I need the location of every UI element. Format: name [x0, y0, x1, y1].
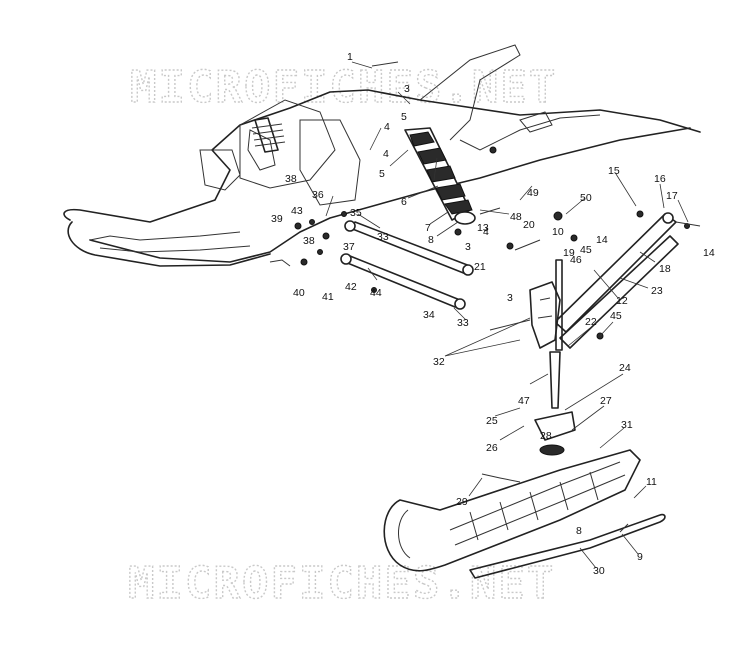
callout-numbers: 1 3 4 5 4 5 6 7 8 13 4 48 3 49 50 10 14 …	[271, 51, 715, 577]
callout-6: 6	[401, 196, 407, 208]
callout-35: 35	[350, 207, 362, 219]
callout-30: 30	[593, 565, 605, 577]
callout-49: 49	[527, 187, 539, 199]
callout-14: 14	[703, 247, 715, 259]
watermark-bottom: MICROFICHES.NET	[128, 558, 555, 609]
callout-5: 5	[379, 168, 385, 180]
front-coil-shock	[404, 127, 476, 225]
callout-47: 47	[518, 395, 530, 407]
callout-32: 32	[433, 356, 445, 368]
callout-41: 41	[322, 291, 334, 303]
callout-12: 12	[616, 295, 628, 307]
trailing-arm	[554, 212, 679, 349]
callout-37: 37	[343, 241, 355, 253]
callout-3: 3	[404, 83, 410, 95]
callout-36: 36	[312, 189, 324, 201]
callout-11: 11	[646, 476, 657, 488]
callout-34: 34	[423, 309, 435, 321]
callout-21: 21	[474, 261, 486, 273]
rear-ski-runner	[67, 221, 271, 267]
callout-1: 1	[347, 51, 353, 63]
callout-22: 22	[585, 316, 597, 328]
callout-48: 48	[510, 211, 522, 223]
watermark-top: MICROFICHES.NET	[130, 62, 557, 113]
callout-38: 38	[303, 235, 315, 247]
callout-43: 43	[291, 205, 303, 217]
spindle	[529, 259, 563, 409]
callout-29: 29	[456, 496, 468, 508]
callout-7: 7	[425, 222, 431, 234]
left-hardware-cluster	[269, 211, 377, 293]
callout-46: 46	[570, 254, 582, 266]
callout-50: 50	[580, 192, 592, 204]
front-ski	[383, 449, 666, 579]
callout-39: 39	[271, 213, 283, 225]
callout-5: 5	[401, 111, 407, 123]
callout-40: 40	[293, 287, 305, 299]
callout-45: 45	[610, 310, 622, 322]
callout-45: 45	[580, 244, 592, 256]
callout-8: 8	[576, 525, 582, 537]
callout-8: 8	[428, 234, 434, 246]
callout-20: 20	[523, 219, 535, 231]
callout-13: 13	[477, 222, 489, 234]
callout-19: 19	[563, 247, 575, 259]
callout-42: 42	[345, 281, 357, 293]
callout-3: 3	[507, 292, 513, 304]
callout-28: 28	[540, 430, 552, 442]
callout-31: 31	[621, 419, 633, 431]
callout-33: 33	[457, 317, 469, 329]
callout-38: 38	[285, 173, 297, 185]
callout-25: 25	[486, 415, 498, 427]
callout-44: 44	[370, 287, 382, 299]
callout-27: 27	[600, 395, 612, 407]
callout-3: 3	[465, 241, 471, 253]
callout-leaders	[325, 61, 689, 569]
rear-shock	[251, 117, 286, 153]
callout-17: 17	[666, 190, 678, 202]
callout-33: 33	[377, 231, 389, 243]
radius-rods	[340, 220, 474, 310]
callout-10: 10	[552, 226, 564, 238]
callout-23: 23	[651, 285, 663, 297]
callout-4: 4	[384, 121, 390, 133]
callout-9: 9	[637, 551, 643, 563]
callout-4: 4	[483, 226, 489, 238]
callout-4: 4	[383, 148, 389, 160]
callout-24: 24	[619, 362, 631, 374]
callout-15: 15	[608, 165, 620, 177]
callout-26: 26	[486, 442, 498, 454]
ski-saddle	[534, 411, 576, 456]
callout-16: 16	[654, 173, 666, 185]
callout-18: 18	[659, 263, 671, 275]
callout-14: 14	[596, 234, 608, 246]
